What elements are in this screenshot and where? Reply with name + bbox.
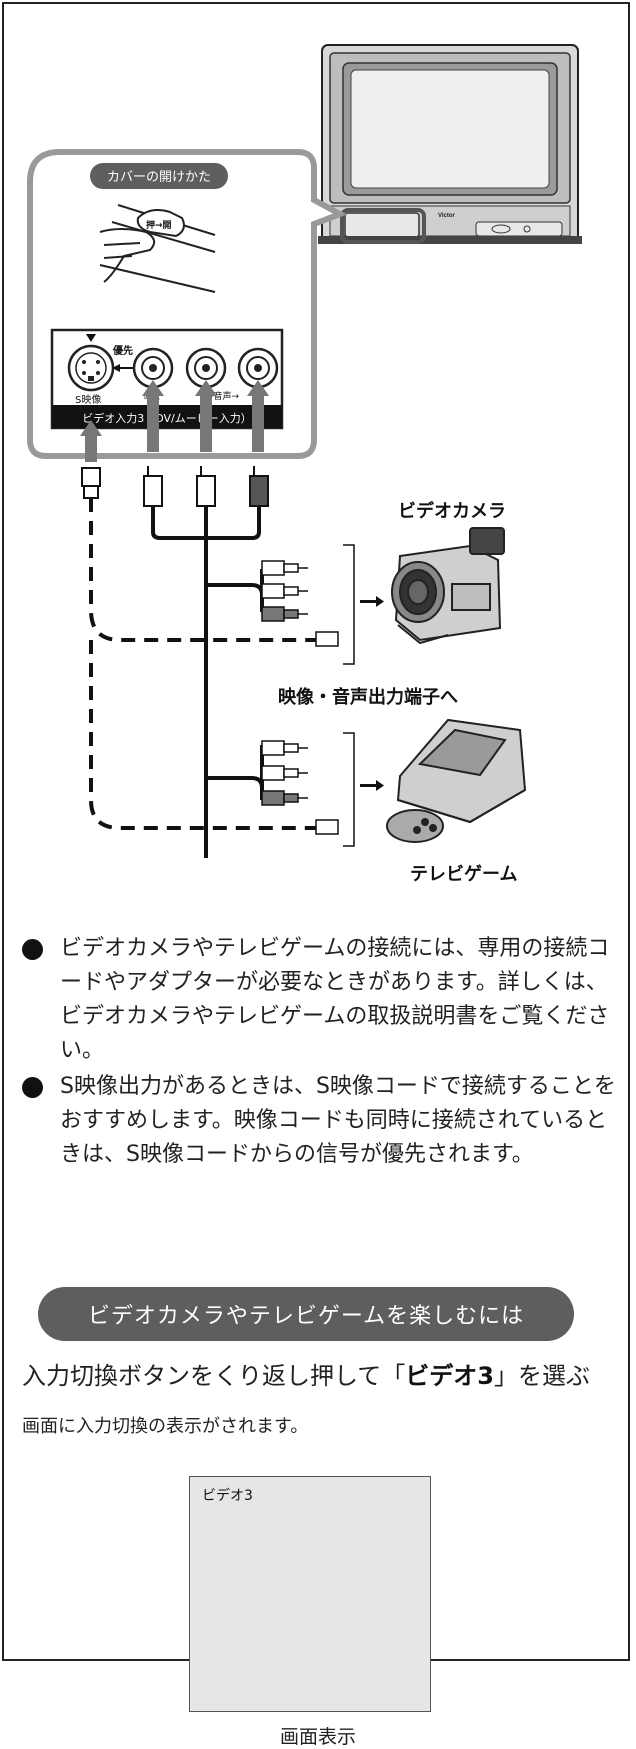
bullet-dot-icon <box>22 939 43 960</box>
s-video-label: S映像 <box>75 394 101 406</box>
connection-diagram: Victor カバーの開けかた 押→開 ビデオ入力3（DV/ムービー入力） S映… <box>27 44 582 885</box>
av-out-label: 映像・音声出力端子へ <box>278 686 458 708</box>
device-plugs <box>261 560 339 835</box>
push-open-label: 押→開 <box>146 219 172 231</box>
rca-jack-audio-left <box>185 347 227 389</box>
video-camera-label: ビデオカメラ <box>398 500 506 522</box>
cable-plugs <box>81 466 269 507</box>
jack-panel-title: ビデオ入力3（DV/ムービー入力） <box>82 411 252 425</box>
section-title: ビデオカメラやテレビゲームを楽しむには <box>87 1304 525 1329</box>
game-console-illustration <box>386 718 527 843</box>
tv-game-label: テレビゲーム <box>410 863 517 885</box>
note-text: ビデオカメラやテレビゲームの接続には、専用の接続コードやアダプターが必要なときが… <box>60 936 610 1063</box>
step-emphasis: ビデオ3 <box>405 1362 494 1390</box>
connection-arrows <box>80 380 269 462</box>
bullet-dot-icon <box>22 1077 43 1098</box>
cover-label-pill <box>90 163 228 189</box>
screen-caption: 画面表示 <box>279 1726 356 1748</box>
rca-jack-video <box>132 347 174 389</box>
step-prefix: 入力切換ボタンをくり返し押して「 <box>22 1362 406 1390</box>
note-item: ビデオカメラやテレビゲームの接続には、専用の接続コードやアダプターが必要なときが… <box>22 932 618 1068</box>
cover-open-label: カバーの開けかた <box>107 170 211 185</box>
note-item: S映像出力があるときは、S映像コードで接続することをおすすめします。映像コードも… <box>22 1070 618 1172</box>
tv-brand-text: Victor <box>438 213 456 219</box>
jack-panel-title-bar <box>52 405 282 428</box>
step-note: 画面に入力切換の表示がされます。 <box>22 1416 309 1437</box>
rca-jack-audio-right <box>237 347 279 389</box>
step-suffix: 」を選ぶ <box>493 1362 590 1390</box>
section-title-banner: ビデオカメラやテレビゲームを楽しむには <box>38 1287 574 1341</box>
screen-display-example: ビデオ3 <box>189 1476 431 1712</box>
step-instruction: 入力切換ボタンをくり返し押して「ビデオ3」を選ぶ <box>22 1356 590 1391</box>
note-text: S映像出力があるときは、S映像コードで接続することをおすすめします。映像コードも… <box>60 1074 616 1167</box>
notes-list: ビデオカメラやテレビゲームの接続には、専用の接続コードやアダプターが必要なときが… <box>22 932 618 1174</box>
priority-label: 優先 <box>112 344 133 357</box>
av-cables <box>151 506 264 858</box>
tv-illustration: Victor <box>318 44 582 244</box>
video-camera-illustration <box>391 527 505 645</box>
screen-display-text: ビデオ3 <box>202 1488 253 1504</box>
hand-push-illustration <box>99 204 216 293</box>
